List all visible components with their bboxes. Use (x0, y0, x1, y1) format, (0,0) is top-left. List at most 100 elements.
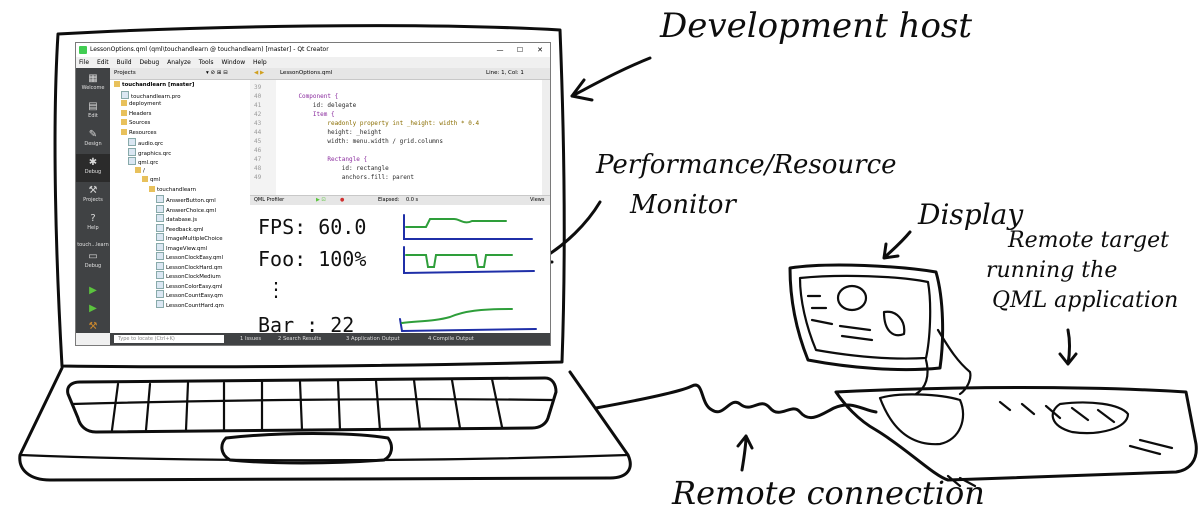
line-number: 41 (254, 102, 262, 109)
menu-edit[interactable]: Edit (96, 59, 109, 66)
profiler-views-button[interactable]: Views (530, 197, 545, 203)
label-display: Display (918, 198, 1024, 231)
tree-item-label: LessonClockHard.qm (166, 264, 223, 271)
output-tab-search-results[interactable]: 2 Search Results (278, 336, 322, 342)
touchpad (220, 432, 393, 465)
tree-item[interactable]: deployment (121, 100, 161, 109)
monitor-icon: ▭ (88, 251, 98, 262)
tree-item[interactable]: LessonCountHard.qm (156, 299, 224, 309)
tree-item[interactable]: audio.qrc (128, 138, 163, 147)
tree-item[interactable]: touchandlearn.pro (121, 90, 181, 100)
kit-selector[interactable]: touch...learn ▭ Debug (76, 240, 110, 274)
tree-item-label: qml (150, 177, 161, 183)
tree-item-label: database.js (166, 217, 198, 223)
code-line: Component { (284, 93, 339, 100)
mode-debug[interactable]: ✱ Debug (76, 154, 110, 182)
mode-label: Design (84, 141, 102, 147)
more-metrics-ellipsis: ⋮ (266, 277, 286, 301)
output-tab-application-output[interactable]: 3 Application Output (346, 336, 400, 342)
label-performance-monitor-line1: Performance/Resource (596, 150, 897, 180)
tree-item[interactable]: touchandlearn (149, 185, 197, 195)
file-icon (156, 261, 164, 270)
tree-item[interactable]: / (135, 166, 145, 176)
menu-bar: File Edit Build Debug Analyze Tools Wind… (76, 57, 550, 68)
tree-item-label: touchandlearn [master] (122, 82, 195, 88)
tree-item-label: LessonClockMedium (166, 274, 221, 280)
tree-item[interactable]: Resources (121, 128, 157, 138)
tree-item[interactable]: Headers (121, 109, 151, 119)
tree-item[interactable]: AnswerChoice.qml (156, 204, 216, 214)
tree-item-label: touchandlearn.pro (131, 93, 181, 100)
mode-label: Help (87, 225, 99, 231)
tree-item[interactable]: Sources (121, 119, 150, 128)
line-number: 45 (254, 138, 262, 145)
locator-input[interactable]: Type to locate (Ctrl+K) (114, 335, 224, 343)
tree-item[interactable]: touchandlearn [master] (114, 81, 194, 90)
tree-item[interactable]: ImageView.qml (156, 242, 207, 252)
tree-item[interactable]: database.js (156, 214, 197, 223)
profiler-start-icon[interactable]: ▶ ⊡ (316, 197, 326, 203)
editor-scrollbar[interactable] (542, 80, 550, 195)
folder-icon (121, 128, 127, 135)
bar-graph-line (401, 308, 513, 324)
menu-analyze[interactable]: Analyze (167, 59, 191, 66)
mode-selector: ▦ Welcome ▤ Edit ✎ Design ✱ Debug ⚒ Proj… (76, 68, 110, 333)
tree-item[interactable]: qml (142, 176, 160, 185)
laptop-base-edge (18, 453, 630, 462)
tree-item[interactable]: ImageMultipleChoice (156, 233, 223, 242)
mode-edit[interactable]: ▤ Edit (76, 98, 110, 126)
run-button[interactable]: ▶ (76, 282, 110, 298)
tree-item-label: touchandlearn (157, 186, 197, 193)
arrow-display (882, 230, 912, 260)
tree-item[interactable]: AnswerButton.qml (156, 195, 216, 204)
profiler-elapsed-label: Elapsed: (378, 197, 400, 203)
menu-help[interactable]: Help (253, 59, 267, 66)
line-number: 39 (254, 84, 262, 91)
tree-item[interactable]: LessonClockEasy.qml (156, 252, 223, 261)
menu-debug[interactable]: Debug (139, 59, 160, 66)
filter-icon[interactable]: ▾ ⊘ ⊞ ⊟ (206, 70, 228, 76)
code-line: id: rectangle (284, 165, 389, 172)
maximize-button[interactable]: ☐ (516, 46, 524, 54)
tree-item[interactable]: LessonColorEasy.qml (156, 280, 223, 290)
cursor-position: Line: 1, Col: 1 (486, 70, 524, 76)
nav-back-icon[interactable]: ◀ ▶ (254, 70, 265, 76)
folder-icon (149, 185, 155, 192)
output-tab-compile-output[interactable]: 4 Compile Output (428, 336, 474, 342)
debug-run-button[interactable]: ▶ (76, 300, 110, 316)
tree-item-label: LessonClockEasy.qml (166, 255, 224, 261)
tree-item[interactable]: qml.qrc (128, 157, 158, 166)
minimize-button[interactable]: — (496, 46, 504, 54)
tree-item[interactable]: LessonClockMedium (156, 271, 221, 280)
build-button[interactable]: ⚒ (76, 318, 110, 332)
output-tab-issues[interactable]: 1 Issues (240, 336, 262, 342)
line-number: 48 (254, 165, 262, 172)
fps-graph-axis (403, 214, 533, 240)
menu-window[interactable]: Window (221, 59, 246, 66)
file-icon (156, 299, 164, 308)
tree-item-label: LessonColorEasy.qml (166, 283, 223, 290)
arrow-connection (736, 434, 754, 472)
tree-item-label: LessonCountEasy.qm (166, 293, 223, 299)
close-button[interactable]: ✕ (537, 46, 543, 54)
tree-item-label: deployment (129, 101, 162, 107)
line-number: 46 (254, 147, 262, 154)
menu-tools[interactable]: Tools (198, 59, 214, 66)
mode-help[interactable]: ? Help (76, 210, 110, 238)
tree-item[interactable]: Feedback.qml (156, 223, 204, 233)
profiler-record-icon[interactable]: ● (340, 197, 345, 203)
mode-design[interactable]: ✎ Design (76, 126, 110, 154)
menu-build[interactable]: Build (116, 59, 132, 66)
folder-icon (121, 109, 127, 116)
tree-item[interactable]: LessonCountEasy.qm (156, 290, 223, 299)
mode-welcome[interactable]: ▦ Welcome (76, 70, 110, 98)
tree-item[interactable]: LessonClockHard.qm (156, 261, 223, 271)
display-screen (798, 274, 932, 360)
mode-projects[interactable]: ⚒ Projects (76, 182, 110, 210)
editor-file-tab[interactable]: LessonOptions.qml (279, 70, 333, 76)
menu-file[interactable]: File (79, 59, 90, 66)
window-title: LessonOptions.qml (qml\touchandlearn @ t… (90, 46, 329, 53)
run-icon: ▶ (89, 285, 97, 296)
tree-item[interactable]: graphics.qrc (128, 147, 171, 157)
